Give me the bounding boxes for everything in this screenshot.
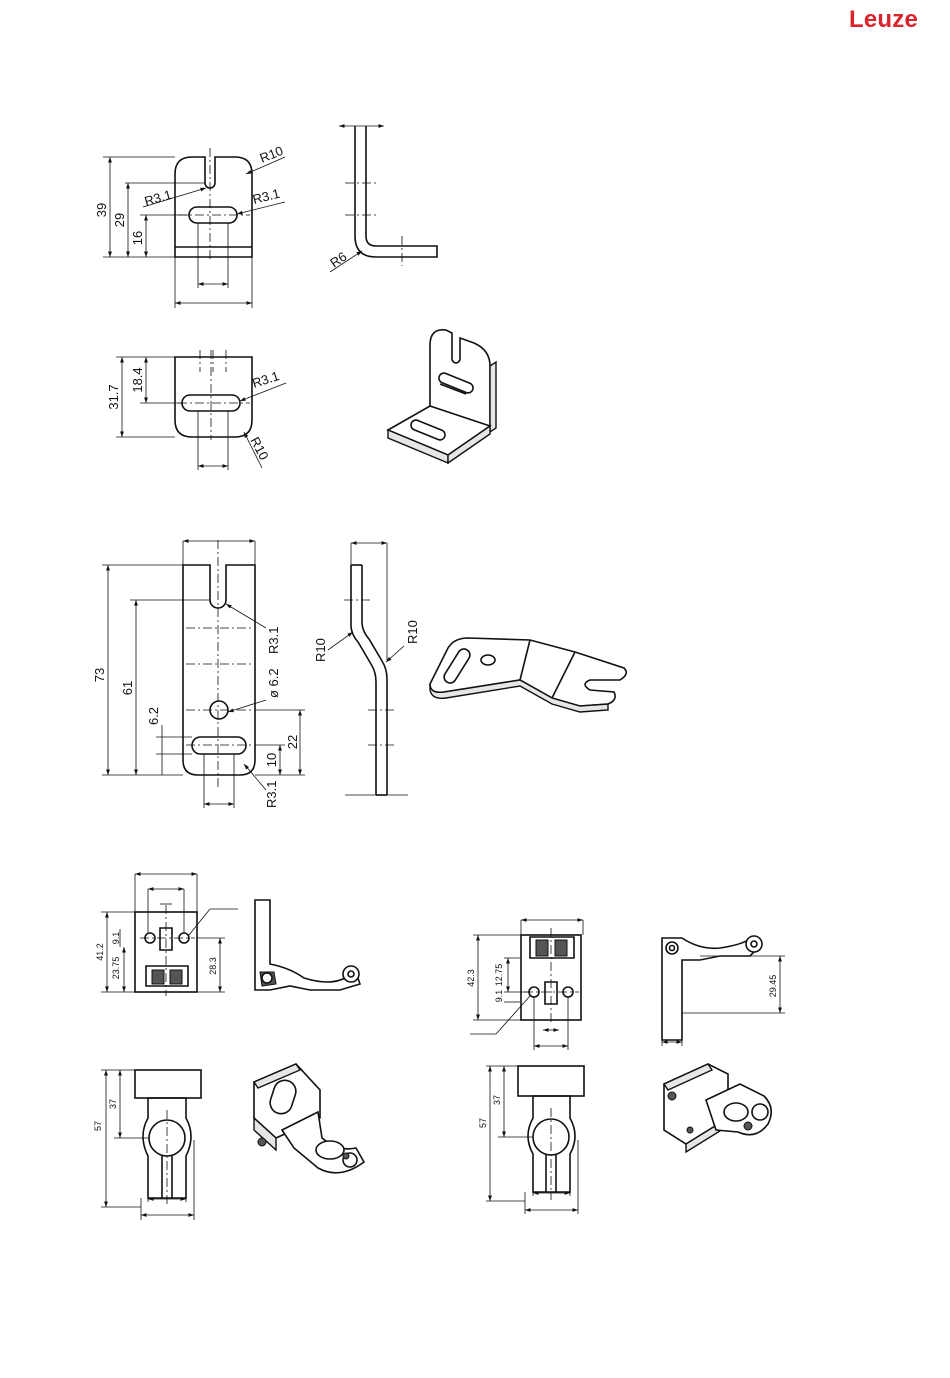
clamp-1-side-view bbox=[255, 900, 360, 990]
clamp-1-top-view: 57 37 bbox=[93, 1070, 201, 1220]
clamp-2-isometric bbox=[664, 1064, 771, 1152]
dim-29: 29 bbox=[112, 213, 127, 227]
dim-73: 73 bbox=[92, 668, 107, 682]
dim-22: 22 bbox=[285, 735, 300, 749]
dim-6-2: 6.2 bbox=[146, 707, 161, 725]
bracket-1-front-view bbox=[175, 148, 252, 262]
dim-57: 57 bbox=[93, 1121, 103, 1131]
dim-37: 37 bbox=[492, 1095, 502, 1105]
bracket-3-isometric bbox=[430, 638, 626, 712]
clamp-2-top-view: 57 37 bbox=[478, 1066, 584, 1214]
bracket-3-front-view: 73 61 6.2 22 10 R3.1 ø 6.2 R3.1 bbox=[92, 540, 305, 808]
bracket-3-side-view: R10 R10 bbox=[313, 543, 420, 795]
dim-12-75: 12.75 bbox=[494, 964, 504, 987]
dim-28-3: 28.3 bbox=[208, 957, 218, 975]
label-r31-upper: R3.1 bbox=[266, 627, 281, 654]
bracket-2-isometric bbox=[388, 330, 496, 463]
dim-9-1: 9.1 bbox=[111, 932, 121, 945]
bracket-2-flat-view: 31.7 18.4 R3.1 R10 bbox=[106, 350, 286, 470]
dim-9-1: 9.1 bbox=[494, 990, 504, 1003]
label-r10-left: R10 bbox=[313, 638, 328, 662]
dim-10: 10 bbox=[264, 753, 279, 767]
clamp-1-isometric bbox=[254, 1064, 364, 1173]
label-r6: R6 bbox=[327, 249, 349, 271]
dim-31-7: 31.7 bbox=[106, 384, 121, 409]
dim-61: 61 bbox=[120, 681, 135, 695]
dim-42-3: 42.3 bbox=[466, 969, 476, 987]
clamp-1-front-view: 41.2 9.1 23.75 28.3 bbox=[95, 874, 238, 996]
label-r10: R10 bbox=[247, 434, 271, 462]
label-r31: R3.1 bbox=[250, 368, 281, 391]
bracket-1-dimensions: 39 29 16 R10 R3.1 R3.1 bbox=[94, 143, 285, 308]
dim-57: 57 bbox=[478, 1118, 488, 1128]
label-r10-right: R10 bbox=[405, 620, 420, 644]
dim-29-45: 29.45 bbox=[768, 975, 778, 998]
dim-37: 37 bbox=[108, 1099, 118, 1109]
clamp-2-front-view: 42.3 12.75 9.1 bbox=[466, 920, 583, 1050]
label-dia-6-2: ø 6.2 bbox=[266, 668, 281, 698]
dim-18-4: 18.4 bbox=[130, 367, 145, 392]
label-r31-lower: R3.1 bbox=[264, 781, 279, 808]
dim-39: 39 bbox=[94, 203, 109, 217]
clamp-2-side-view: 29.45 bbox=[662, 936, 785, 1046]
dim-23-75: 23.75 bbox=[111, 957, 121, 980]
dim-16: 16 bbox=[130, 231, 145, 245]
label-r31-top: R3.1 bbox=[143, 187, 174, 209]
label-r10: R10 bbox=[258, 143, 286, 166]
bracket-1-side-view: R6 bbox=[327, 126, 437, 272]
dim-41-2: 41.2 bbox=[95, 943, 105, 961]
